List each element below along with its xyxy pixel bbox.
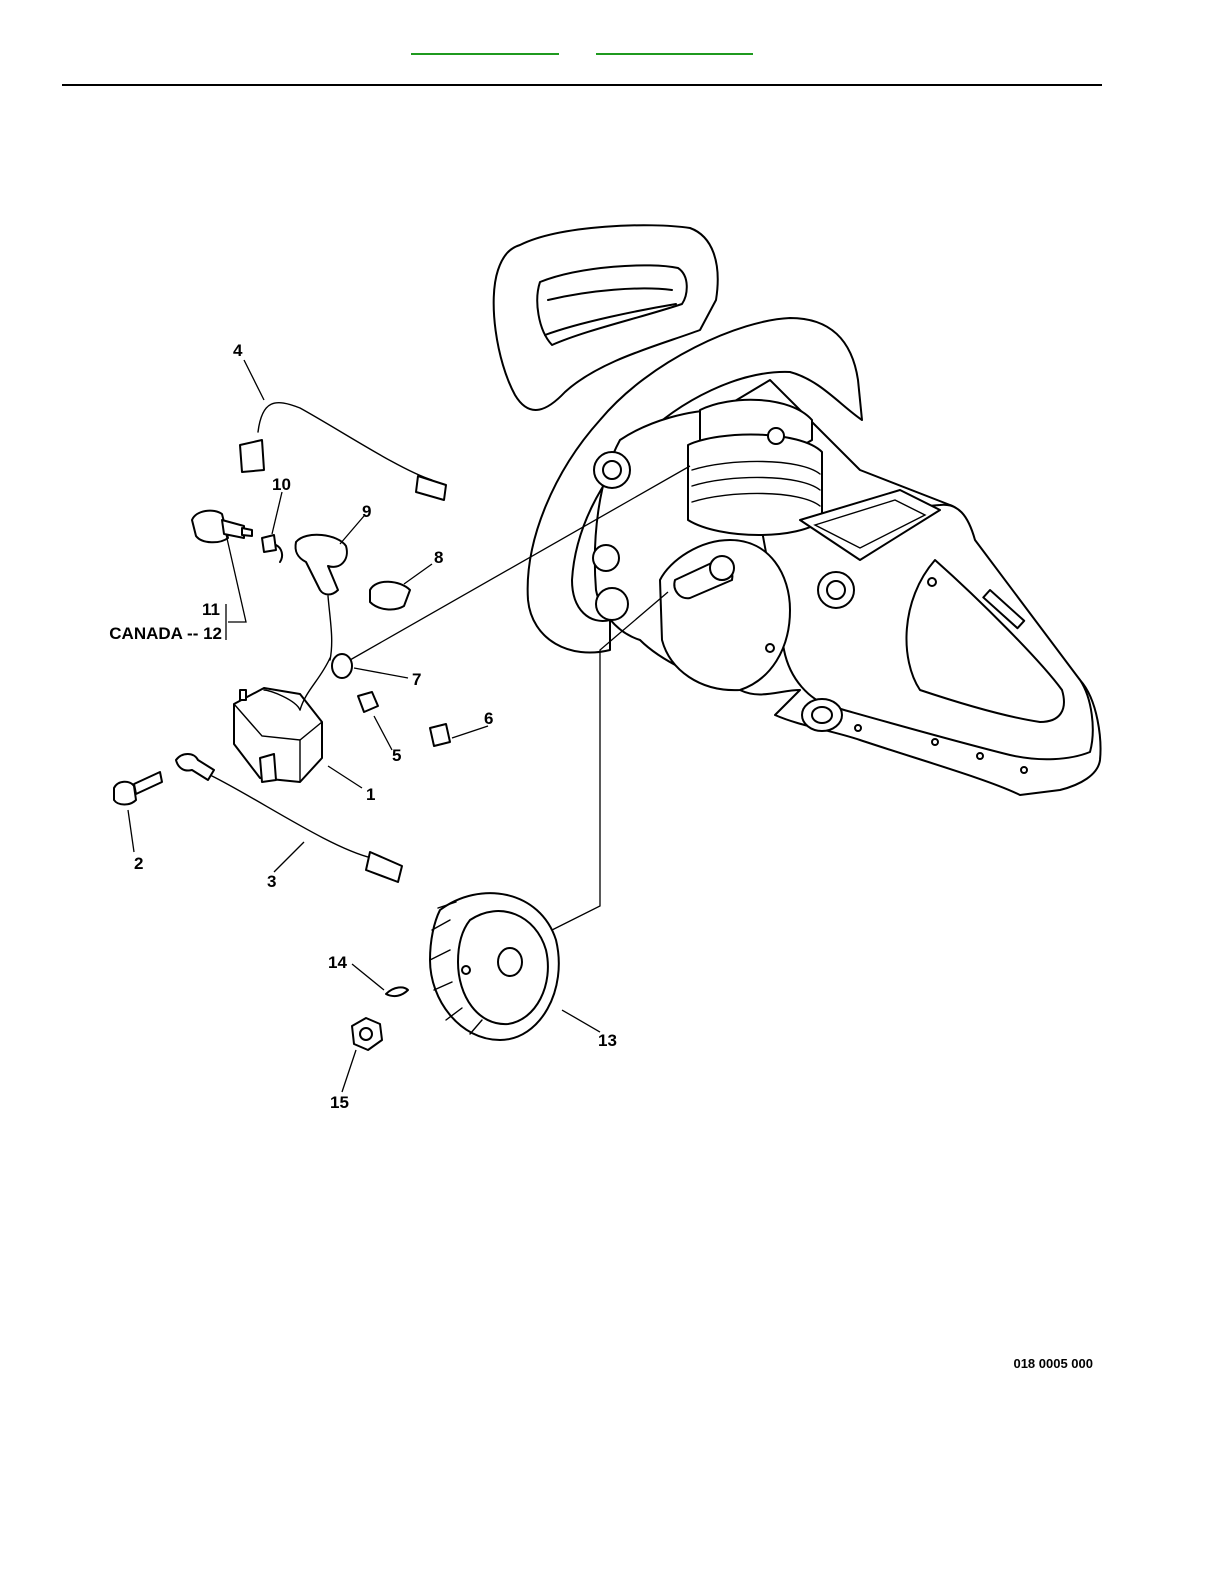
callout-5: 5 bbox=[392, 746, 401, 765]
callout-9: 9 bbox=[362, 502, 371, 521]
diagram-reference-code: 018 0005 000 bbox=[1013, 1356, 1093, 1371]
part-4-ground-lead bbox=[240, 403, 446, 500]
part-13-flywheel bbox=[430, 893, 559, 1040]
callout-11: 11 bbox=[202, 600, 220, 619]
part-6-block bbox=[430, 724, 450, 746]
callout-14: 14 bbox=[328, 953, 347, 972]
part-7-washer bbox=[332, 654, 352, 678]
part-10-spring bbox=[262, 535, 282, 562]
callout-4: 4 bbox=[233, 341, 243, 360]
part-5-clip bbox=[358, 692, 378, 712]
part-8-grommet bbox=[370, 582, 410, 610]
callout-10: 10 bbox=[272, 475, 291, 494]
callout-15: 15 bbox=[330, 1093, 349, 1112]
part-11-spark-plug bbox=[192, 511, 252, 543]
callout-2: 2 bbox=[134, 854, 143, 873]
part-15-nut bbox=[352, 1018, 382, 1050]
part-2-screw bbox=[114, 772, 162, 805]
callout-8: 8 bbox=[434, 548, 443, 567]
chainsaw-housing bbox=[494, 225, 1101, 795]
callout-1: 1 bbox=[366, 785, 375, 804]
callout-6: 6 bbox=[484, 709, 493, 728]
callout-12: CANADA -- 12 bbox=[109, 624, 222, 643]
callout-13: 13 bbox=[598, 1031, 617, 1050]
part-14-key bbox=[386, 987, 408, 996]
part-1-ignition-module bbox=[234, 658, 330, 782]
part-9-ignition-boot bbox=[295, 535, 346, 660]
callout-3: 3 bbox=[267, 872, 276, 891]
callout-7: 7 bbox=[412, 670, 421, 689]
